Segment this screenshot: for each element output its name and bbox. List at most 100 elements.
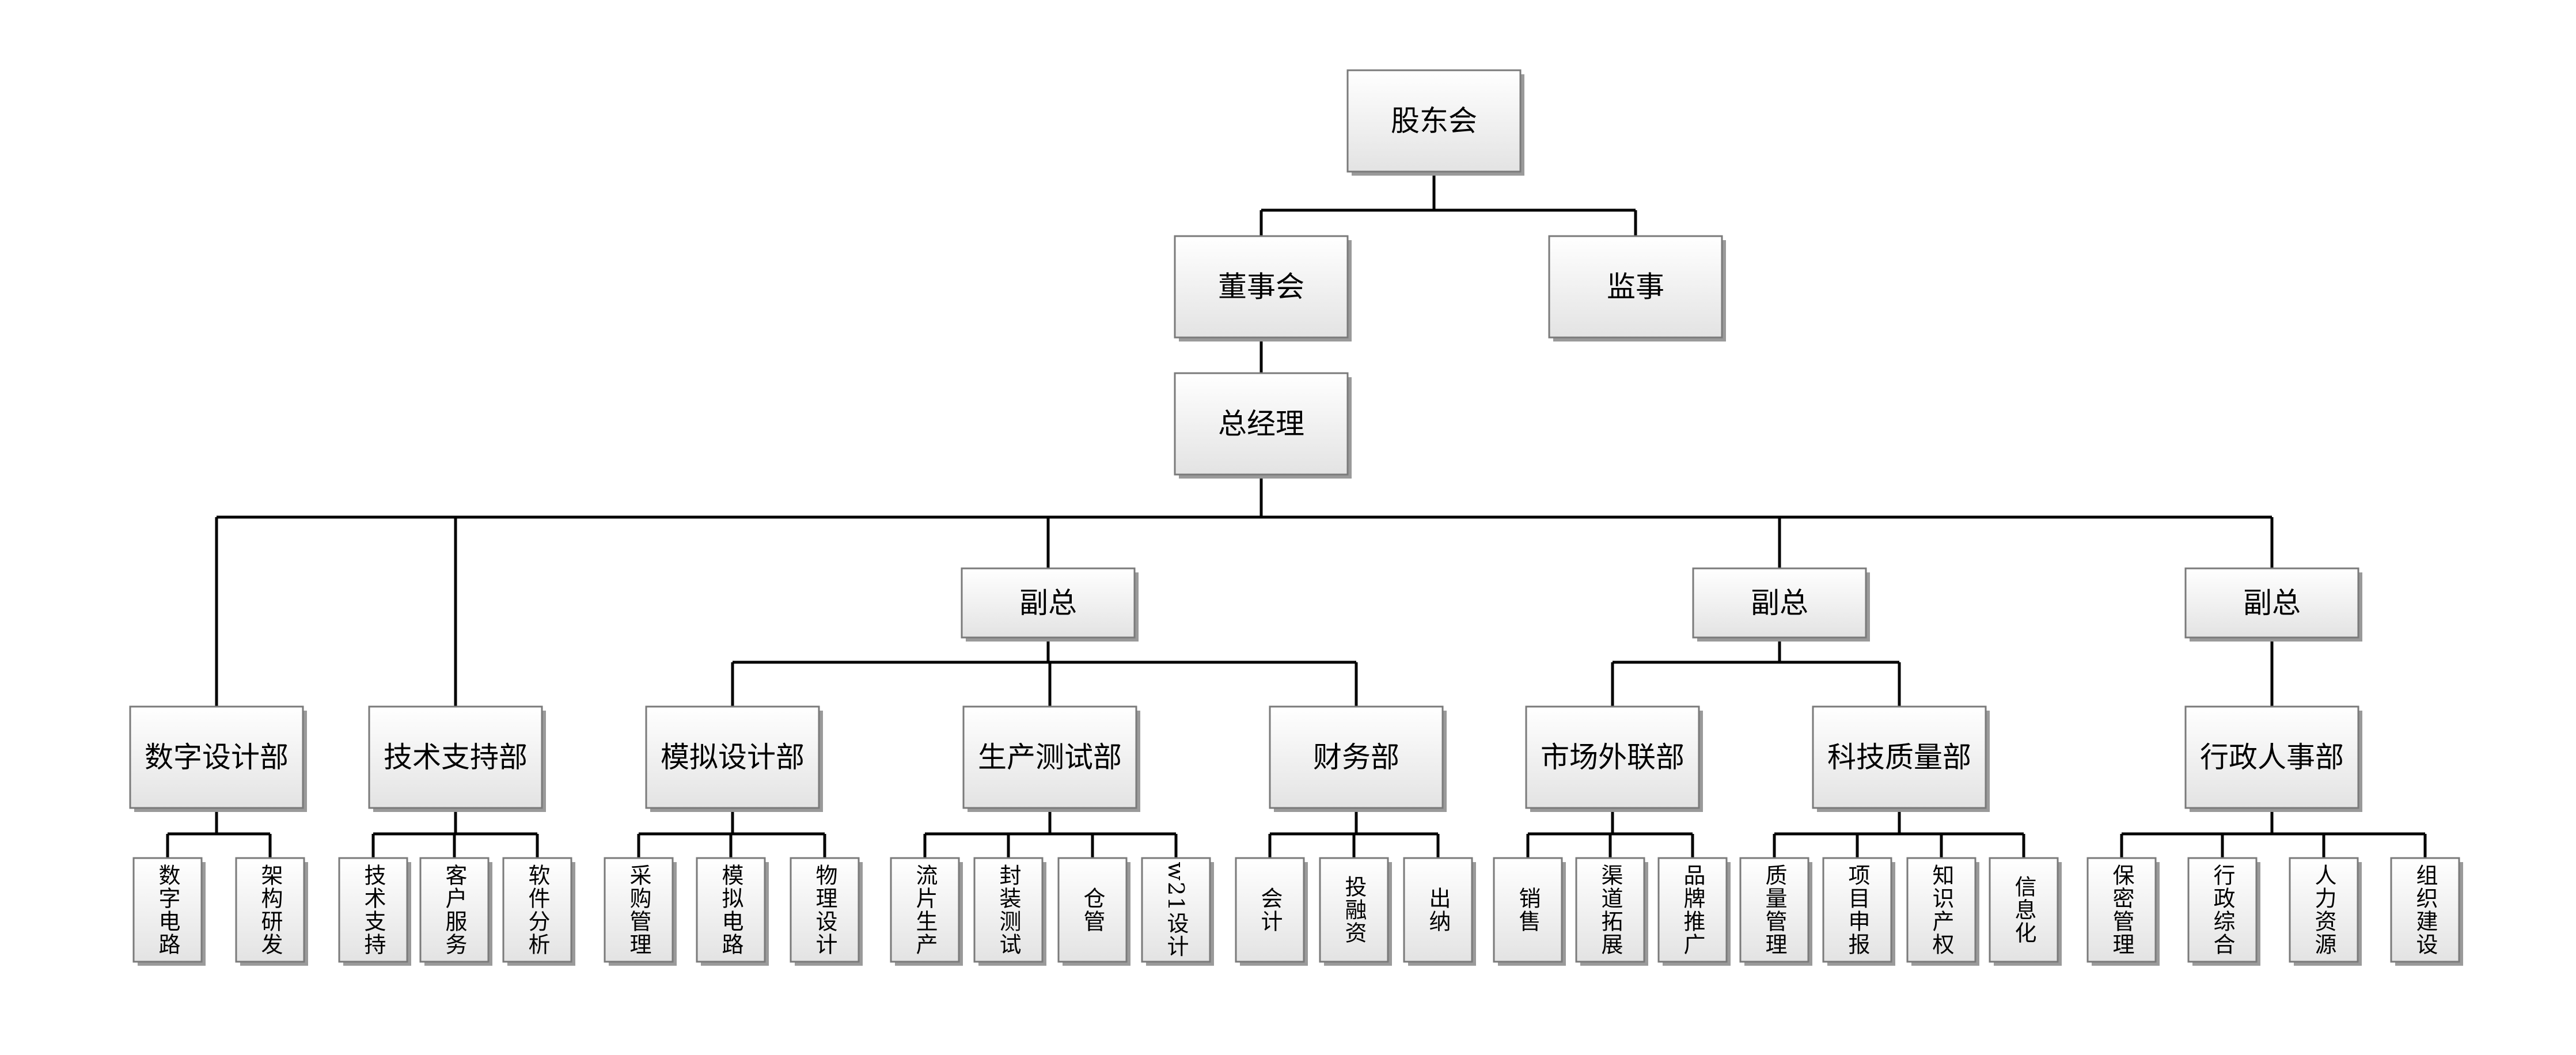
- sub-unit-box-q3: 知识产权: [1906, 857, 1979, 966]
- box-label: 股东会: [1391, 104, 1477, 138]
- box-frame: [1141, 857, 1211, 963]
- box-frame: [1269, 705, 1444, 809]
- box-frame: [2086, 857, 2157, 963]
- box-frame: [890, 857, 960, 963]
- box-label: 模拟电路: [718, 864, 743, 956]
- box-frame: [1493, 857, 1563, 963]
- box-frame: [1822, 857, 1892, 963]
- connector-lines: [166, 172, 2427, 858]
- box-frame: [973, 857, 1044, 963]
- sub-unit-box-m1: 销售: [1493, 857, 1566, 966]
- sub-unit-box-d2: 架构研发: [235, 857, 308, 966]
- general-manager-box: 总经理: [1174, 372, 1352, 479]
- box-label: 出纳: [1425, 887, 1451, 933]
- box-label: 董事会: [1218, 270, 1304, 303]
- box-frame: [2184, 705, 2359, 809]
- marketing-dept-box: 市场外联部: [1525, 705, 1703, 812]
- box-label: 数字电路: [155, 864, 180, 956]
- box-frame: [132, 857, 203, 963]
- sub-unit-box-h2: 行政综合: [2187, 857, 2260, 966]
- tech-quality-dept-box: 科技质量部: [1812, 705, 1990, 812]
- box-frame: [962, 705, 1137, 809]
- sub-unit-box-m3: 品牌推广: [1657, 857, 1731, 966]
- box-frame: [1812, 705, 1987, 809]
- box-frame: [368, 705, 543, 809]
- box-frame: [645, 705, 820, 809]
- box-label: 投融资: [1341, 875, 1367, 944]
- sub-unit-box-p1: 流片生产: [890, 857, 963, 966]
- box-label: 信息化: [2011, 875, 2036, 944]
- sub-unit-box-a2: 模拟电路: [696, 857, 769, 966]
- box-label: 行政人事部: [2200, 741, 2344, 774]
- sub-unit-box-f1: 会计: [1235, 857, 1308, 966]
- box-label: 市场外联部: [1541, 741, 1685, 774]
- sub-unit-box-p4: w21设计: [1141, 857, 1214, 966]
- box-frame: [696, 857, 766, 963]
- sub-unit-box-a3: 物理设计: [790, 857, 863, 966]
- box-frame: [1174, 235, 1349, 339]
- sub-unit-box-q4: 信息化: [1989, 857, 2062, 966]
- box-frame: [1692, 567, 1867, 639]
- box-label: 组织建设: [2412, 864, 2438, 956]
- box-label: 副总: [1019, 586, 1077, 620]
- sub-unit-box-t3: 软件分析: [502, 857, 575, 966]
- sub-unit-box-a1: 采购管理: [604, 857, 677, 966]
- box-frame: [604, 857, 674, 963]
- sub-unit-box-h3: 人力资源: [2289, 857, 2362, 966]
- sub-unit-box-h1: 保密管理: [2086, 857, 2160, 966]
- box-frame: [129, 705, 304, 809]
- box-frame: [1235, 857, 1305, 963]
- box-frame: [338, 857, 408, 963]
- box-label: 财务部: [1313, 741, 1399, 774]
- box-label: 数字设计部: [145, 741, 289, 774]
- box-label: 人力资源: [2311, 864, 2336, 956]
- analog-design-dept-box: 模拟设计部: [645, 705, 823, 812]
- box-label: 模拟设计部: [661, 741, 805, 774]
- box-label: 客户服务: [442, 864, 467, 956]
- sub-unit-box-h4: 组织建设: [2390, 857, 2463, 966]
- shareholders-meeting-box: 股东会: [1346, 69, 1524, 176]
- box-label: 行政综合: [2210, 864, 2235, 956]
- box-label: 副总: [2243, 586, 2301, 620]
- sub-unit-box-p3: 仓管: [1057, 857, 1130, 966]
- sub-unit-box-t1: 技术支持: [338, 857, 411, 966]
- box-label: 封装测试: [996, 864, 1021, 956]
- box-label: 仓管: [1080, 887, 1105, 933]
- tech-support-dept-box: 技术支持部: [368, 705, 546, 812]
- box-frame: [1319, 857, 1389, 963]
- sub-unit-box-d1: 数字电路: [132, 857, 206, 966]
- box-label: 技术支持: [361, 864, 386, 956]
- box-frame: [1906, 857, 1976, 963]
- sub-unit-box-t2: 客户服务: [419, 857, 492, 966]
- box-frame: [235, 857, 305, 963]
- digital-design-dept-box: 数字设计部: [129, 705, 307, 812]
- box-label: 知识产权: [1929, 864, 1954, 956]
- box-frame: [1548, 235, 1723, 339]
- box-label: 监事: [1607, 270, 1664, 303]
- sub-unit-box-q2: 项目申报: [1822, 857, 1895, 966]
- box-frame: [1739, 857, 1809, 963]
- box-label: 生产测试部: [978, 741, 1122, 774]
- box-label: 技术支持部: [384, 741, 528, 774]
- box-label: 架构研发: [257, 864, 283, 956]
- box-frame: [1346, 69, 1522, 173]
- box-frame: [1989, 857, 2059, 963]
- finance-dept-box: 财务部: [1269, 705, 1447, 812]
- box-label: 品牌推广: [1680, 864, 1705, 956]
- sub-unit-box-q1: 质量管理: [1739, 857, 1812, 966]
- box-label: 流片生产: [912, 864, 938, 956]
- box-frame: [1403, 857, 1473, 963]
- box-label: 项目申报: [1845, 864, 1870, 956]
- supervisor-box: 监事: [1548, 235, 1726, 341]
- box-label: 软件分析: [525, 864, 550, 956]
- box-label: 物理设计: [812, 864, 837, 956]
- box-label: 销售: [1515, 887, 1541, 933]
- box-frame: [2289, 857, 2359, 963]
- org-boxes: 股东会董事会监事总经理副总副总副总数字设计部技术支持部模拟设计部生产测试部财务部…: [129, 69, 2463, 966]
- box-label: 质量管理: [1762, 864, 1787, 956]
- box-frame: [2184, 567, 2359, 639]
- box-label: w21设计: [1163, 862, 1189, 958]
- box-label: 科技质量部: [1827, 741, 1971, 774]
- box-label: 保密管理: [2109, 864, 2134, 956]
